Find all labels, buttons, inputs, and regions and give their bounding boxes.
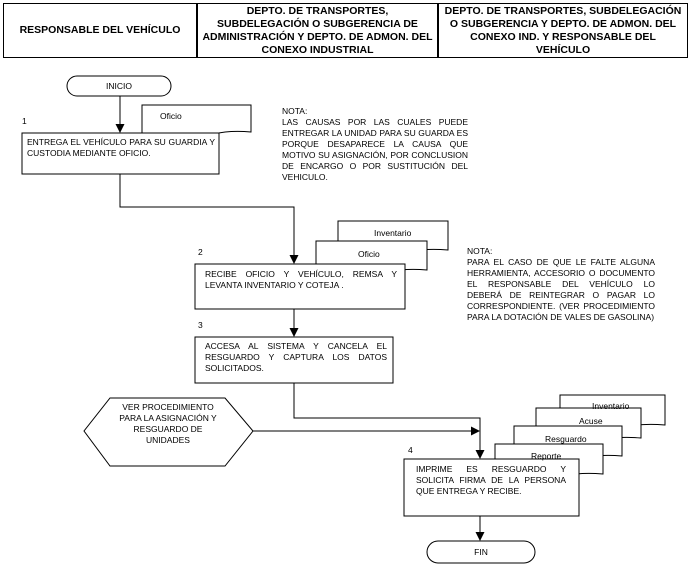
- end-label: FIN: [474, 547, 488, 557]
- step3-text: ACCESA AL SISTEMA Y CANCELA EL RESGUARDO…: [205, 341, 387, 373]
- step1-number: 1: [22, 116, 27, 126]
- doc-resguardo-step4-label: Resguardo: [545, 434, 587, 444]
- doc-oficio-step2-label: Oficio: [358, 249, 380, 259]
- step2-box: [194, 263, 406, 310]
- doc-inventario-step4-label: Inventario: [592, 401, 630, 411]
- step1-text: ENTREGA EL VEHÍCULO PARA SU GUARDIA Y CU…: [27, 137, 215, 158]
- header-col3-label: DEPTO. DE TRANSPORTES, SUBDELEGACIÓN O S…: [444, 4, 682, 56]
- step2-number: 2: [198, 247, 203, 257]
- step4-number: 4: [408, 445, 413, 455]
- end-terminal: [426, 540, 536, 564]
- arrow-step1-to-step2: [119, 174, 299, 264]
- note-2: NOTA: PARA EL CASO DE QUE LE FALTE ALGUN…: [467, 246, 655, 322]
- doc-inventario-step2-label: Inventario: [374, 228, 412, 238]
- arrow-step3-to-step4: [293, 383, 485, 459]
- step4-text: IMPRIME ES RESGUARDO Y SOLICITA FIRMA DE…: [416, 464, 566, 496]
- doc-reporte-step4-label: Reporte: [531, 451, 562, 461]
- doc-oficio-step1: [141, 104, 252, 138]
- step3-box: [194, 336, 394, 384]
- doc-oficio-step1-label: Oficio: [160, 111, 182, 121]
- start-label: INICIO: [106, 81, 132, 91]
- step3-number: 3: [198, 320, 203, 330]
- reference-text: VER PROCEDIMIENTO PARA LA ASIGNACIÓN Y R…: [119, 402, 217, 445]
- header-responsable: RESPONSABLE DEL VEHÍCULO: [3, 3, 197, 58]
- header-depto-transportes: DEPTO. DE TRANSPORTES, SUBDELEGACIÓN O S…: [197, 3, 438, 58]
- header-col1-label: RESPONSABLE DEL VEHÍCULO: [19, 24, 181, 36]
- step2-text: RECIBE OFICIO Y VEHÍCULO, REMSA Y LEVANT…: [205, 269, 397, 290]
- header-col2-label: DEPTO. DE TRANSPORTES, SUBDELEGACIÓN O S…: [202, 4, 433, 56]
- reference-connector: [83, 397, 254, 467]
- step4-box: [403, 458, 580, 517]
- header-depto-conexo: DEPTO. DE TRANSPORTES, SUBDELEGACIÓN O S…: [438, 3, 688, 58]
- note-1: NOTA: LAS CAUSAS POR LAS CUALES PUEDE EN…: [282, 106, 468, 182]
- start-terminal: [66, 75, 172, 97]
- doc-acuse-step4-label: Acuse: [579, 416, 603, 426]
